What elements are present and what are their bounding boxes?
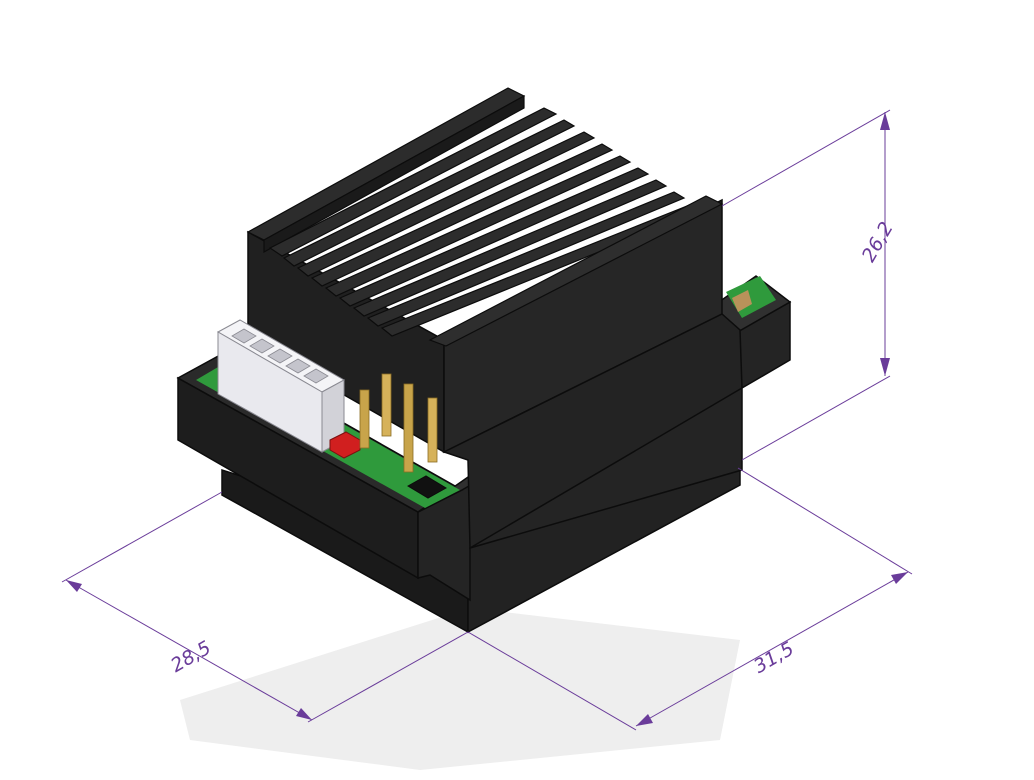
heatsink-fin bbox=[282, 119, 576, 267]
heatsink-fin bbox=[324, 155, 632, 297]
dimension-line bbox=[635, 571, 909, 727]
heatsink-fin bbox=[366, 191, 686, 327]
electronic-module-3d bbox=[176, 87, 792, 634]
header-pin bbox=[381, 373, 392, 437]
connector-slot bbox=[303, 368, 329, 384]
heatsink-fin bbox=[296, 131, 596, 277]
dimension-label-height: 26,2 bbox=[858, 218, 898, 266]
extension-line bbox=[737, 467, 913, 575]
extension-line bbox=[467, 631, 637, 731]
heatsink-fin bbox=[338, 167, 650, 307]
housing-notch bbox=[407, 475, 447, 499]
header-pin bbox=[359, 389, 370, 449]
arrowhead bbox=[636, 714, 653, 726]
arrowhead bbox=[880, 358, 890, 376]
dimension-line bbox=[65, 579, 313, 721]
heatsink-fin bbox=[263, 94, 525, 254]
pcb-pad bbox=[732, 290, 752, 312]
extension-line bbox=[721, 109, 891, 207]
arrowhead bbox=[66, 580, 82, 592]
extension-line bbox=[61, 491, 223, 583]
connector-slots bbox=[231, 328, 329, 384]
arrowhead bbox=[296, 708, 312, 720]
heatsink-fin bbox=[352, 179, 668, 317]
heatsink-fin bbox=[428, 195, 724, 347]
jumper bbox=[329, 431, 361, 459]
header-pin bbox=[403, 383, 414, 473]
connector-slot bbox=[267, 348, 293, 364]
extension-line bbox=[741, 375, 891, 461]
heatsink-fin bbox=[310, 143, 614, 287]
arrowhead bbox=[880, 112, 890, 130]
ground-shadow bbox=[180, 608, 740, 770]
header-pins bbox=[359, 373, 438, 473]
arrowhead bbox=[891, 572, 908, 584]
connector-slot bbox=[231, 328, 257, 344]
heatsink-fins bbox=[246, 87, 724, 347]
heatsink-fin bbox=[268, 107, 558, 257]
heatsink-lower-step bbox=[442, 313, 743, 550]
dimension-label-depth: 31,5 bbox=[750, 638, 798, 678]
header-pin bbox=[427, 397, 438, 463]
connector-slot bbox=[285, 358, 311, 374]
dimension-label-width: 28,5 bbox=[167, 637, 215, 677]
connector-slot bbox=[249, 338, 275, 354]
extension-line bbox=[307, 631, 469, 723]
